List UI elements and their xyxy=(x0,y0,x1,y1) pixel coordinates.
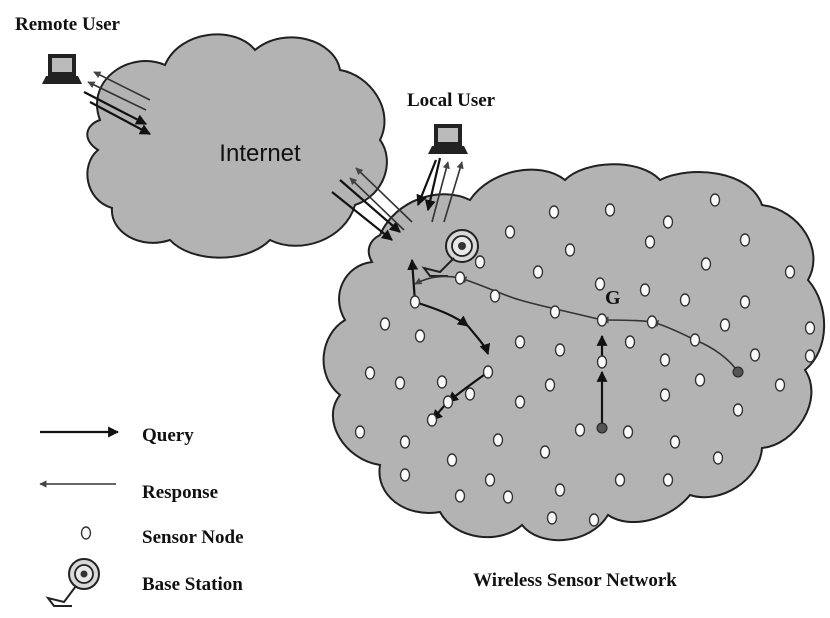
sensor-node xyxy=(464,387,476,401)
local-base-links xyxy=(416,157,464,223)
sensor-node xyxy=(364,366,376,380)
remote-user: Remote User xyxy=(15,14,121,84)
sensor-node xyxy=(394,376,406,390)
sensor-node xyxy=(659,353,671,367)
sensor-node xyxy=(548,205,560,219)
local-user-label: Local User xyxy=(407,90,496,111)
sensor-node xyxy=(504,225,516,239)
internet-label: Internet xyxy=(219,140,301,167)
sensor-node xyxy=(532,265,544,279)
sensor-node xyxy=(454,271,466,285)
sensor-node xyxy=(442,395,454,409)
legend-sensor-node-label: Sensor Node xyxy=(142,527,244,548)
sensor-node xyxy=(436,375,448,389)
sensor-node xyxy=(549,305,561,319)
sensor-node xyxy=(574,423,586,437)
legend-query: Query xyxy=(40,425,194,446)
sensor-node xyxy=(719,318,731,332)
sensor-node xyxy=(639,283,651,297)
remote-user-laptop-icon xyxy=(42,54,82,84)
remote-internet-links xyxy=(83,71,151,135)
sensor-node xyxy=(414,329,426,343)
sensor-node xyxy=(596,355,608,369)
sensor-node xyxy=(399,468,411,482)
sensor-node xyxy=(588,513,600,527)
legend-response: Response xyxy=(39,480,218,503)
local-user-laptop-icon xyxy=(428,124,468,154)
sensor-node xyxy=(546,511,558,525)
sensor-node xyxy=(804,321,816,335)
sensor-node xyxy=(669,435,681,449)
sensor-node xyxy=(554,483,566,497)
legend-sensor-node: Sensor Node xyxy=(80,526,244,548)
local-user: Local User xyxy=(407,90,496,154)
sensor-node xyxy=(624,335,636,349)
sensor-node xyxy=(539,445,551,459)
legend-base-station: Base Station xyxy=(45,558,243,607)
sensor-node xyxy=(804,349,816,363)
sensor-node xyxy=(492,433,504,447)
sensor-node xyxy=(502,490,514,504)
sensor-node xyxy=(784,265,796,279)
sensor-node xyxy=(709,193,721,207)
sensor-node xyxy=(646,315,658,329)
internet-cloud: Internet xyxy=(86,33,388,259)
sensor-node xyxy=(514,335,526,349)
legend-base-station-label: Base Station xyxy=(142,574,243,595)
sensor-node xyxy=(379,317,391,331)
sensor-node xyxy=(689,333,701,347)
sensor-node xyxy=(712,451,724,465)
sensor-node xyxy=(700,257,712,271)
sensor-node xyxy=(446,453,458,467)
sensor-node xyxy=(474,255,486,269)
sensor-node xyxy=(694,373,706,387)
legend-response-label: Response xyxy=(142,482,218,503)
sensor-node xyxy=(514,395,526,409)
base-station-legend-icon xyxy=(45,558,100,607)
legend-query-label: Query xyxy=(142,425,194,446)
sensor-node xyxy=(554,343,566,357)
sensor-node xyxy=(482,365,494,379)
wsn-cloud: Wireless Sensor Network xyxy=(322,163,826,591)
internet-base-links xyxy=(331,167,413,241)
sensor-node xyxy=(409,295,421,309)
sensor-nodes xyxy=(354,193,816,527)
sensor-node xyxy=(662,473,674,487)
sensor-node xyxy=(484,473,496,487)
sensor-node xyxy=(354,425,366,439)
sensor-node xyxy=(489,289,501,303)
sensor-node xyxy=(544,378,556,392)
sensor-node xyxy=(739,295,751,309)
sensor-node xyxy=(622,425,634,439)
source-node xyxy=(732,366,744,378)
sensor-node xyxy=(644,235,656,249)
sensor-node xyxy=(774,378,786,392)
legend: Query Response Sensor Node Base Station xyxy=(39,425,244,607)
sensor-node xyxy=(594,277,606,291)
sensor-node xyxy=(426,413,438,427)
sensor-node xyxy=(454,489,466,503)
gateway-label: G xyxy=(605,287,621,309)
sensor-node xyxy=(596,313,608,327)
sensor-node xyxy=(739,233,751,247)
sensor-node xyxy=(614,473,626,487)
base-station-icon xyxy=(421,229,479,277)
sensor-node xyxy=(749,348,761,362)
wsn-label: Wireless Sensor Network xyxy=(473,570,677,591)
sensor-node xyxy=(659,388,671,402)
source-nodes xyxy=(596,366,744,434)
sensor-node-icon xyxy=(80,526,92,540)
sensor-node xyxy=(399,435,411,449)
sensor-node xyxy=(662,215,674,229)
sensor-node xyxy=(732,403,744,417)
sensor-node xyxy=(564,243,576,257)
sensor-node xyxy=(604,203,616,217)
sensor-node xyxy=(679,293,691,307)
remote-user-label: Remote User xyxy=(15,14,121,35)
source-node xyxy=(596,422,608,434)
